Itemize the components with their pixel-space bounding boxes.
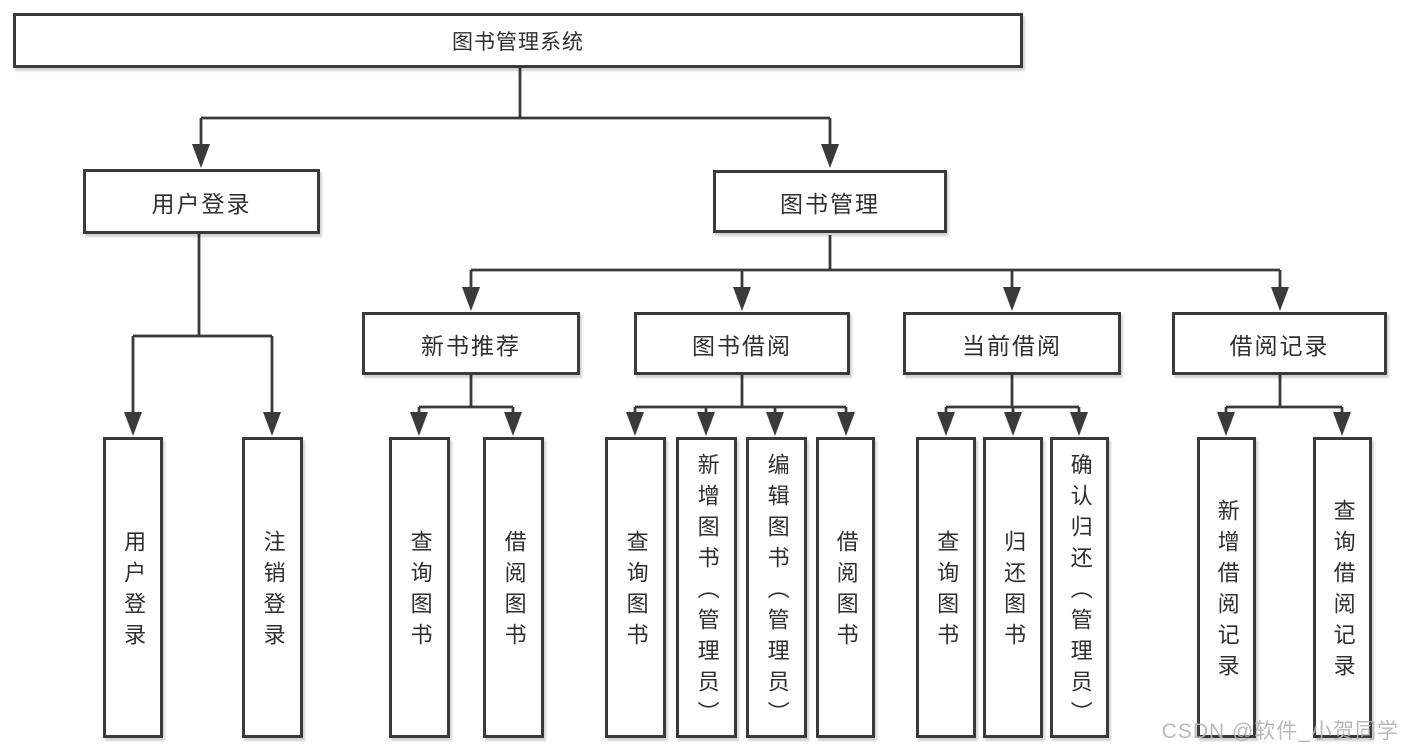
leaf-label: 查询图书 [623,530,649,654]
node-label: 新书推荐 [421,332,521,359]
leaf-recommend-query-books: 查询图书 [389,437,450,738]
node-user-login: 用户登录 [83,169,320,234]
leaf-records-add-record: 新增借阅记录 [1197,437,1256,738]
leaf-label: 确认归还（管理员） [1067,452,1093,732]
leaf-label: 归还图书 [1001,530,1027,654]
node-book-management: 图书管理 [713,170,947,233]
leaf-label: 用户登录 [121,530,147,654]
leaf-user-login: 用户登录 [103,437,163,738]
leaf-borrow-borrow-books: 借阅图书 [816,437,875,738]
leaf-borrow-query-books: 查询图书 [605,437,666,738]
node-book-borrowing: 图书借阅 [634,312,850,375]
leaf-label: 新增图书（管理员） [694,452,720,732]
leaf-label: 借阅图书 [833,530,859,654]
leaf-label: 查询借阅记录 [1330,499,1356,685]
leaf-label: 注销登录 [260,530,286,654]
node-label: 当前借阅 [962,332,1062,359]
node-label: 图书管理系统 [452,30,584,54]
leaf-logout: 注销登录 [242,437,303,738]
node-label: 借阅记录 [1229,332,1330,359]
leaf-borrow-edit-books-admin: 编辑图书（管理员） [746,437,807,738]
node-label: 图书管理 [780,190,880,217]
leaf-current-query-books: 查询图书 [916,437,976,738]
leaf-borrow-add-books-admin: 新增图书（管理员） [676,437,737,738]
leaf-records-query-record: 查询借阅记录 [1313,437,1372,738]
node-borrowing-records: 借阅记录 [1172,312,1387,375]
leaf-label: 查询图书 [407,530,433,654]
leaf-recommend-borrow-books: 借阅图书 [483,437,544,738]
leaf-current-confirm-return-admin: 确认归还（管理员） [1050,437,1109,738]
leaf-label: 新增借阅记录 [1214,499,1240,685]
node-new-book-recommendation: 新书推荐 [362,312,580,375]
node-label: 图书借阅 [692,332,792,359]
node-label: 用户登录 [151,190,252,217]
node-library-management-system: 图书管理系统 [13,13,1023,68]
leaf-current-return-books: 归还图书 [983,437,1043,738]
leaf-label: 借阅图书 [501,530,527,654]
leaf-label: 查询图书 [934,530,960,654]
leaf-label: 编辑图书（管理员） [764,452,790,732]
node-current-borrowing: 当前借阅 [903,312,1121,375]
